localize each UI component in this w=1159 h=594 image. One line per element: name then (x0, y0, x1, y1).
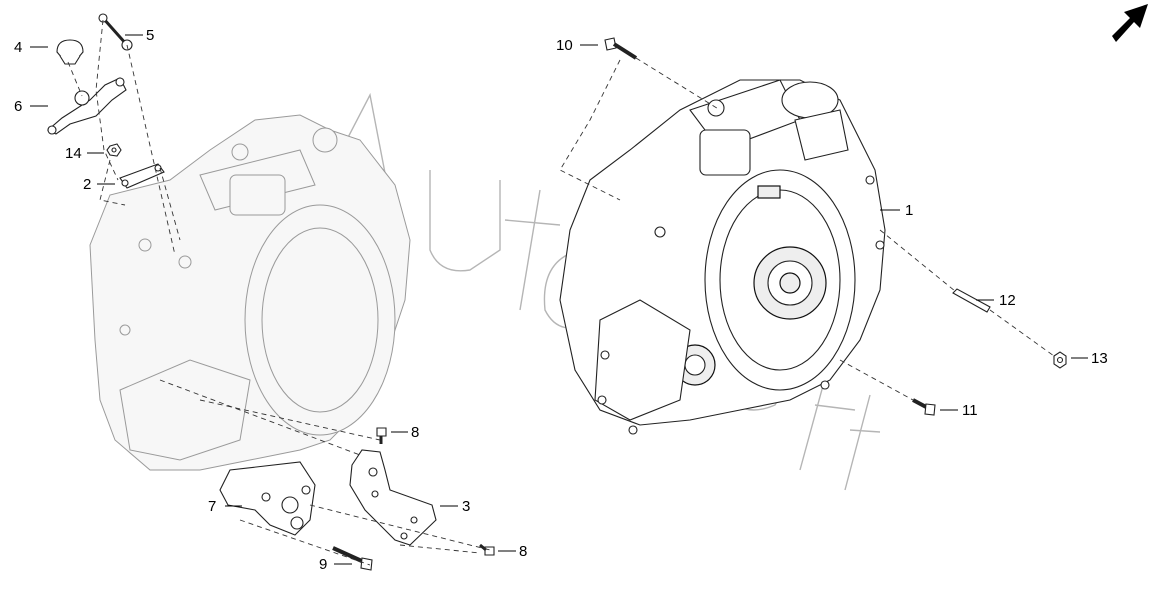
callout-11: 11 (940, 402, 978, 419)
left-transmission-housing (89, 114, 411, 471)
callout-label-9: 9 (319, 556, 327, 573)
callout-6: 6 (14, 98, 48, 115)
callout-label-11: 11 (962, 402, 978, 419)
front-arrow-icon (1112, 4, 1148, 42)
callout-label-5: 5 (146, 27, 154, 44)
callout-label-8-lower: 8 (519, 543, 527, 560)
callout-label-2: 2 (83, 176, 91, 193)
right-transmission-housing (559, 79, 886, 435)
callout-label-7: 7 (208, 498, 216, 515)
callout-2: 2 (83, 176, 115, 193)
bolt-right (912, 398, 936, 416)
link-rod (98, 13, 133, 51)
callout-3: 3 (440, 498, 470, 515)
callout-4: 4 (14, 39, 48, 56)
callout-8-lower: 8 (498, 543, 527, 560)
callout-14: 14 (65, 145, 104, 162)
hex-nut (1053, 351, 1067, 369)
mount-bracket (349, 449, 437, 546)
support-bracket (219, 461, 316, 536)
callout-label-13: 13 (1091, 350, 1108, 367)
dowel-pin (952, 288, 991, 313)
callout-label-8-upper: 8 (411, 424, 419, 441)
selector-lever (47, 77, 127, 135)
bolt-top (604, 37, 638, 60)
callout-8-upper: 8 (391, 424, 419, 441)
bolt-small-lower (479, 543, 495, 556)
callout-9: 9 (319, 556, 352, 573)
callout-label-1: 1 (905, 202, 913, 219)
callout-label-14: 14 (65, 145, 82, 162)
callout-label-6: 6 (14, 98, 22, 115)
bolt-long-lower (332, 546, 373, 571)
callout-13: 13 (1071, 350, 1108, 367)
callout-label-12: 12 (999, 292, 1016, 309)
callout-label-10: 10 (556, 37, 573, 54)
cap (56, 39, 84, 65)
callout-label-4: 4 (14, 39, 22, 56)
bolt-small-upper (376, 427, 387, 444)
assembly-guide-lines (67, 19, 1055, 566)
nut-small (106, 143, 122, 157)
callout-7: 7 (208, 498, 242, 515)
callout-1: 1 (880, 202, 913, 219)
link-plate (119, 163, 165, 189)
callout-12: 12 (976, 292, 1016, 309)
callout-10: 10 (556, 37, 598, 54)
callout-5: 5 (125, 27, 154, 44)
callout-label-3: 3 (462, 498, 470, 515)
